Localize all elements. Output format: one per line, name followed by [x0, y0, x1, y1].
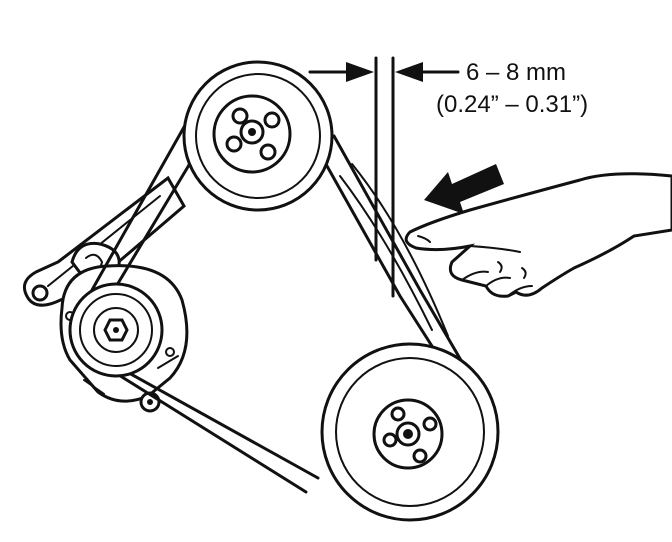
- pressing-hand: [404, 172, 672, 298]
- push-direction-arrow: [424, 164, 504, 214]
- alternator-pulley: [68, 282, 164, 378]
- crankshaft-pulley: [320, 342, 500, 522]
- alternator-bracket: [22, 175, 186, 307]
- measurement-metric-label: 6 – 8 mm: [466, 59, 566, 86]
- top-pulley: [182, 60, 334, 212]
- right-dimension-arrow: [395, 62, 460, 82]
- deflection-reference-lines: [374, 56, 395, 298]
- left-dimension-arrow: [308, 62, 374, 82]
- measurement-imperial-label: (0.24” – 0.31”): [436, 91, 588, 118]
